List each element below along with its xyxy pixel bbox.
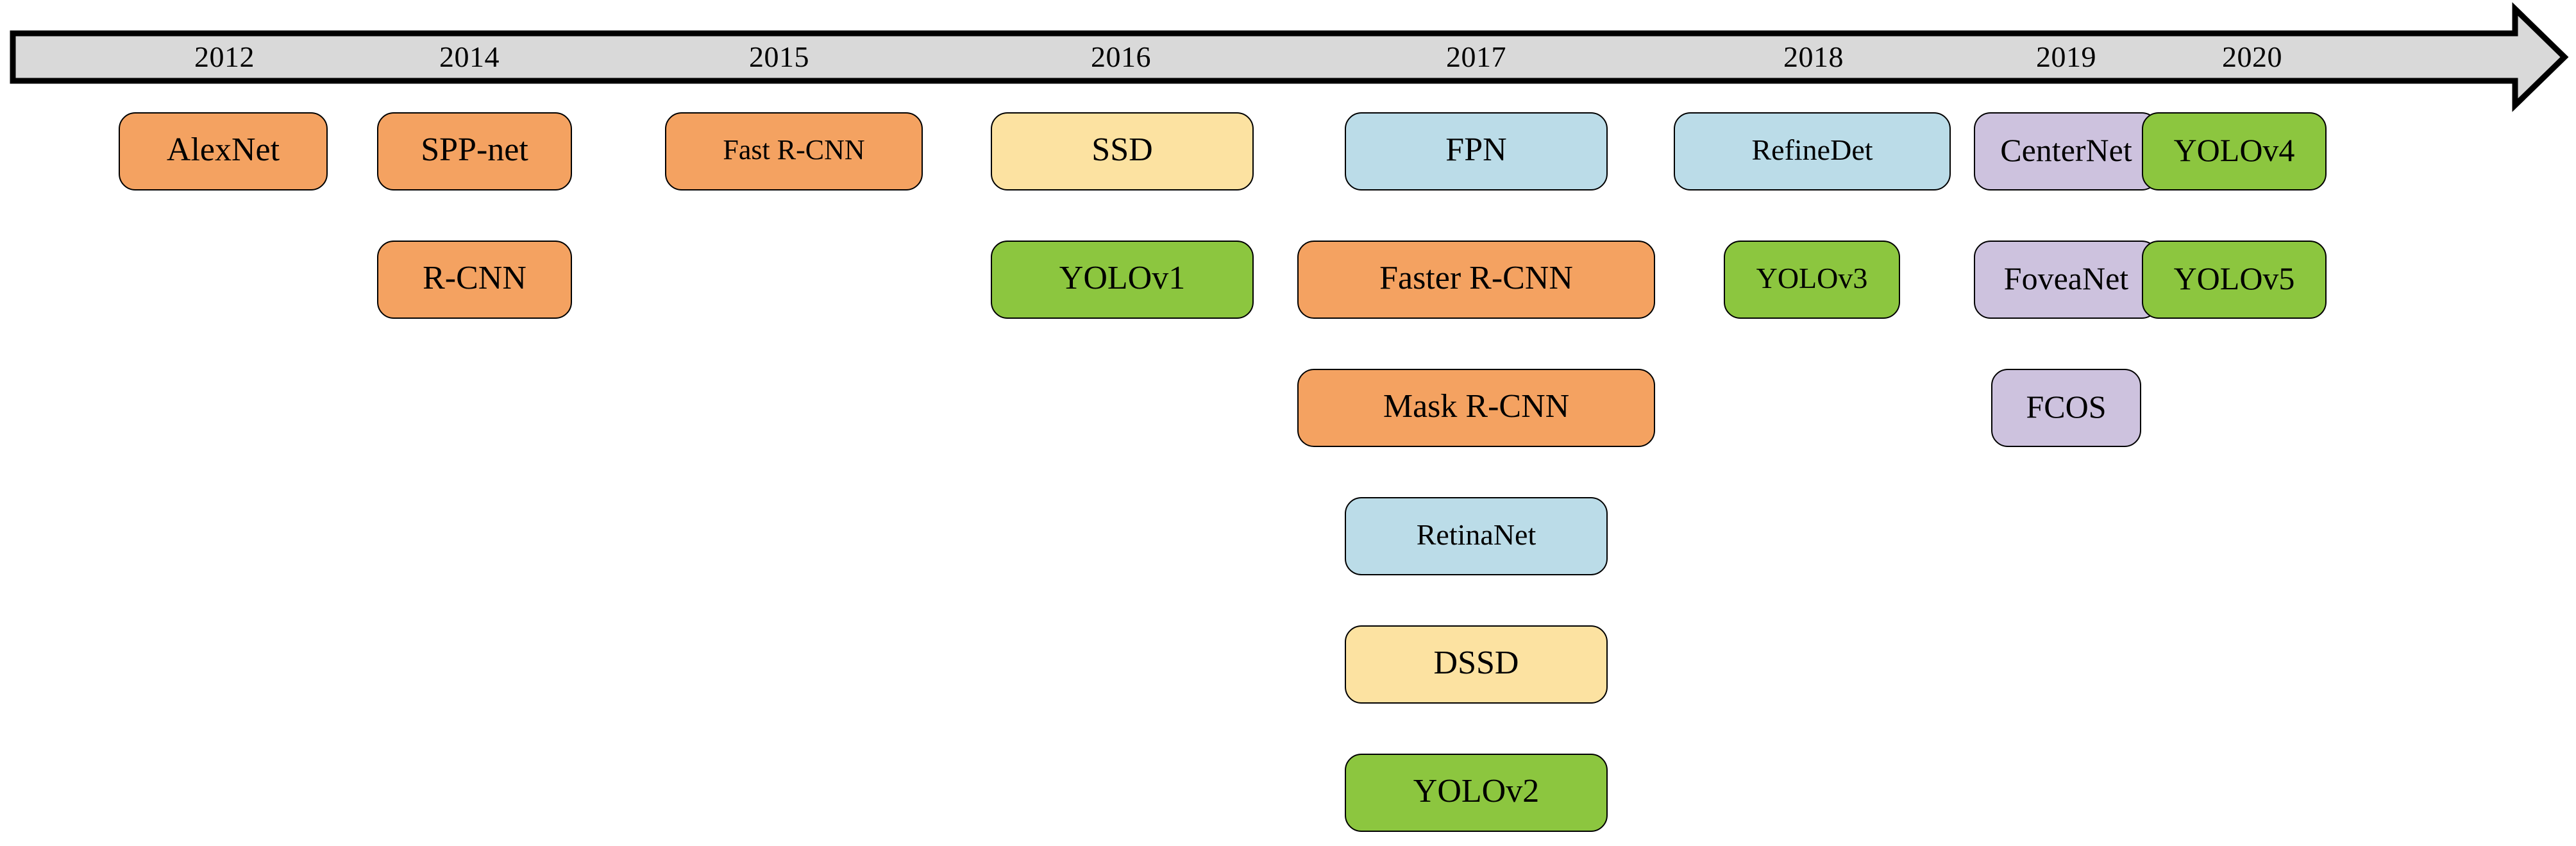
model-label: Mask R-CNN (1383, 388, 1570, 425)
model-box-centernet[interactable]: CenterNet (1974, 112, 2159, 190)
model-label: SPP-net (421, 131, 528, 168)
model-label: DSSD (1433, 645, 1519, 681)
model-label: YOLOv4 (2173, 132, 2295, 168)
model-box-dssd[interactable]: DSSD (1345, 625, 1608, 704)
year-label-2018: 2018 (1783, 40, 1844, 73)
model-label: FCOS (2026, 389, 2107, 425)
model-box-faster-r-cnn[interactable]: Faster R-CNN (1297, 241, 1655, 319)
model-box-fcos[interactable]: FCOS (1991, 369, 2141, 447)
model-box-r-cnn[interactable]: R-CNN (377, 241, 572, 319)
year-label-2016: 2016 (1091, 40, 1151, 73)
model-label: FoveaNet (2003, 260, 2129, 296)
model-label: RetinaNet (1416, 518, 1536, 551)
model-box-alexnet[interactable]: AlexNet (119, 112, 328, 190)
model-label: R-CNN (423, 260, 526, 296)
model-label: AlexNet (166, 131, 280, 168)
model-label: Fast R-CNN (723, 134, 865, 165)
model-box-retinanet[interactable]: RetinaNet (1345, 497, 1608, 575)
model-label: YOLOv3 (1756, 262, 1868, 294)
model-box-fast-r-cnn[interactable]: Fast R-CNN (665, 112, 923, 190)
year-label-2014: 2014 (439, 40, 500, 73)
model-label: YOLOv1 (1059, 260, 1186, 296)
year-label-2019: 2019 (2036, 40, 2096, 73)
timeline-arrow-shape (10, 2, 2569, 112)
model-box-yolov5[interactable]: YOLOv5 (2142, 241, 2327, 319)
model-box-mask-r-cnn[interactable]: Mask R-CNN (1297, 369, 1655, 447)
model-label: Faster R-CNN (1379, 260, 1573, 296)
model-box-yolov4[interactable]: YOLOv4 (2142, 112, 2327, 190)
model-label: YOLOv5 (2173, 260, 2295, 296)
year-label-2015: 2015 (749, 40, 809, 73)
model-box-foveanet[interactable]: FoveaNet (1974, 241, 2159, 319)
year-label-2017: 2017 (1446, 40, 1506, 73)
arrow-polygon (10, 2, 2569, 112)
model-label: RefineDet (1751, 133, 1873, 166)
model-box-yolov2[interactable]: YOLOv2 (1345, 754, 1608, 832)
model-label: SSD (1091, 131, 1153, 168)
model-box-fpn[interactable]: FPN (1345, 112, 1608, 190)
model-label: CenterNet (2000, 132, 2132, 168)
model-label: FPN (1445, 131, 1507, 168)
model-box-yolov1[interactable]: YOLOv1 (991, 241, 1254, 319)
model-box-spp-net[interactable]: SPP-net (377, 112, 572, 190)
model-box-refinedet[interactable]: RefineDet (1674, 112, 1951, 190)
year-label-2012: 2012 (194, 40, 255, 73)
model-label: YOLOv2 (1413, 773, 1540, 809)
year-label-2020: 2020 (2222, 40, 2282, 73)
model-box-yolov3[interactable]: YOLOv3 (1724, 241, 1900, 319)
model-box-ssd[interactable]: SSD (991, 112, 1254, 190)
